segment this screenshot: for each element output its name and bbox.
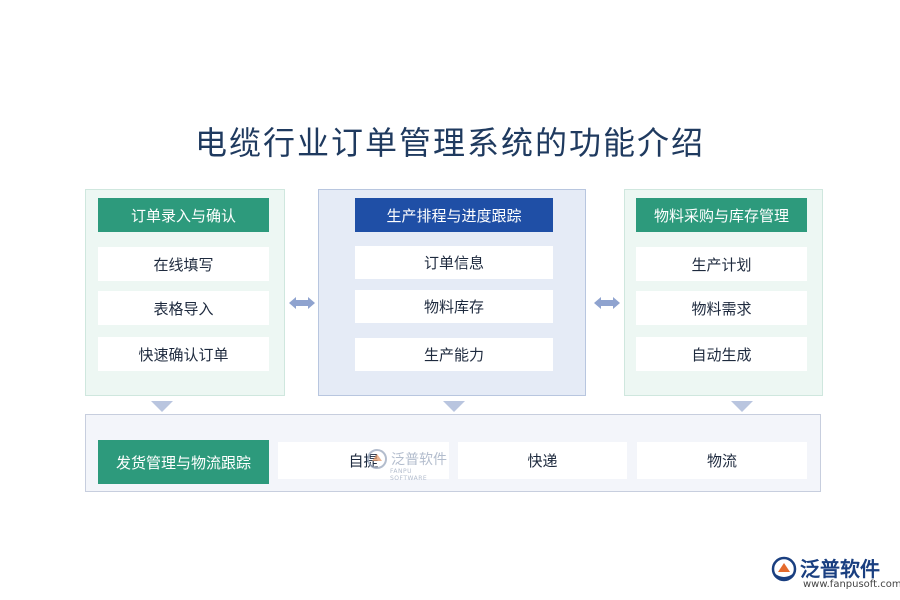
production-schedule-item-1: 订单信息 — [355, 246, 553, 279]
brand-logo-text: 泛普软件 — [800, 557, 880, 581]
material-purchase-item-2: 物料需求 — [636, 291, 807, 325]
production-schedule-item-2: 物料库存 — [355, 290, 553, 323]
down-arrow-icon — [731, 401, 753, 412]
brand-logo-url: www.fanpusoft.com — [803, 579, 900, 590]
order-entry-item-2: 表格导入 — [98, 291, 269, 325]
page-title: 电缆行业订单管理系统的功能介绍 — [194, 124, 705, 162]
brand-logo-icon — [771, 556, 797, 582]
order-entry-heading: 订单录入与确认 — [98, 198, 269, 232]
production-schedule-item-3: 生产能力 — [355, 338, 553, 371]
down-arrow-icon — [443, 401, 465, 412]
watermark: 泛普软件 FANPU SOFTWARE — [366, 448, 447, 482]
order-entry-item-3: 快速确认订单 — [98, 337, 269, 371]
watermark-logo-icon — [367, 449, 387, 469]
double-arrow-icon — [289, 297, 315, 309]
watermark-text: 泛普软件 — [391, 452, 447, 468]
material-purchase-item-1: 生产计划 — [636, 247, 807, 281]
double-arrow-icon — [594, 297, 620, 309]
brand-logo: 泛普软件 www.fanpusoft.com — [770, 553, 900, 593]
shipping-item-2: 快递 — [458, 442, 627, 479]
material-purchase-heading: 物料采购与库存管理 — [636, 198, 807, 232]
shipping-logistics-heading: 发货管理与物流跟踪 — [98, 440, 269, 484]
order-entry-item-1: 在线填写 — [98, 247, 269, 281]
shipping-item-3: 物流 — [637, 442, 807, 479]
production-schedule-heading: 生产排程与进度跟踪 — [355, 198, 553, 232]
down-arrow-icon — [151, 401, 173, 412]
material-purchase-item-3: 自动生成 — [636, 337, 807, 371]
watermark-subtext: FANPU SOFTWARE — [390, 468, 428, 482]
